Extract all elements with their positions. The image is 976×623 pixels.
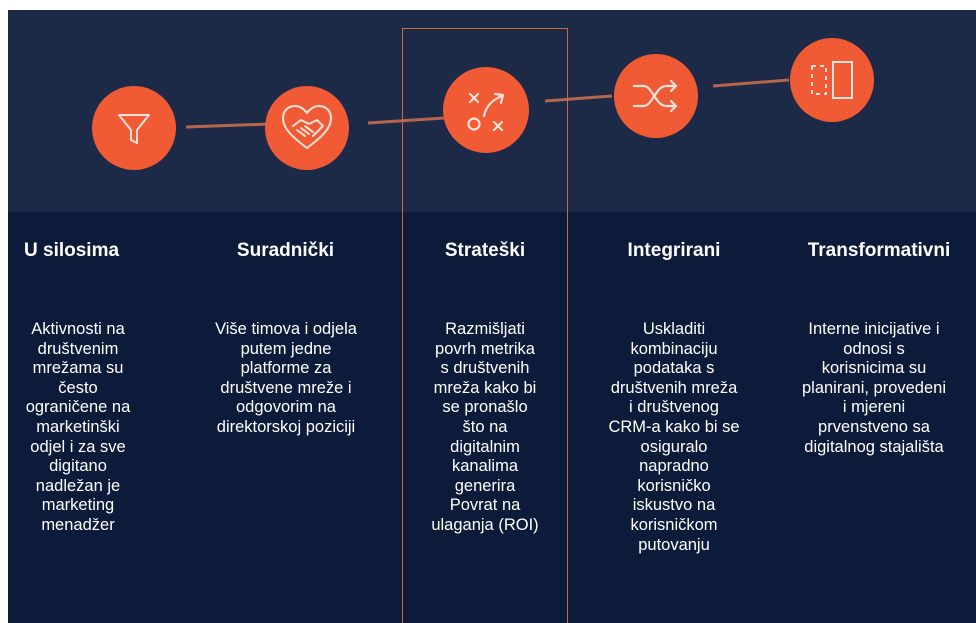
shuffle-icon <box>632 79 678 113</box>
handshake-heart-icon <box>281 104 333 150</box>
connector-line-3 <box>544 94 613 103</box>
stage-1-description: Aktivnosti na društvenim mrežama su čest… <box>8 320 148 536</box>
stage-4-title: Integrirani <box>627 240 721 261</box>
stage-4-line: napradno <box>639 457 709 476</box>
connector-lines <box>185 78 790 129</box>
stage-5-line: odnosi s <box>843 339 905 358</box>
stage-1-circle <box>92 86 176 170</box>
stage-5-title: Transformativni <box>807 240 951 261</box>
stage-2-line: platforme za <box>240 359 332 378</box>
stage-3-description: Razmišljati povrh metrika s društvenih m… <box>402 320 568 536</box>
stage-4-line: i društvenog <box>629 398 719 417</box>
stage-4-line: CRM-a kako bi se <box>608 417 740 436</box>
stage-1-line: često <box>58 378 98 397</box>
stage-4-line: podataka s <box>633 359 715 378</box>
stage-5-line: planirani, provedeni <box>801 378 946 397</box>
stage-1-line: digitano <box>49 457 107 476</box>
stage-2-line: društvene mreže i <box>220 378 352 397</box>
highlight-frame <box>402 28 568 623</box>
stage-2-circle <box>265 86 349 170</box>
stage-2-title: Suradnički <box>236 240 335 261</box>
stage-2-line: Više timova i odjela <box>215 320 357 338</box>
stage-4-description: Uskladiti kombinaciju podataka s društve… <box>576 320 772 555</box>
stage-3-line: Razmišljati <box>445 320 525 338</box>
stage-3-line: digitalnim <box>450 437 520 456</box>
stage-2-description: Više timova i odjela putem jedne platfor… <box>186 320 386 438</box>
stage-1-line: marketinški <box>36 417 120 436</box>
stage-4-line: putovanju <box>638 535 710 554</box>
funnel-icon <box>118 114 150 144</box>
stage-3-line: generira <box>454 476 516 495</box>
connector-line-2 <box>367 116 446 125</box>
stage-4-line: društvenih mreža <box>610 378 738 397</box>
stage-4-line: iskustvo na <box>632 496 716 515</box>
stage-1-line: marketing <box>41 496 115 515</box>
stage-5-line: korisnicima su <box>821 359 927 378</box>
stage-3-line: mreža kako bi <box>433 378 537 397</box>
stage-5-line: digitalnog stajališta <box>804 437 944 456</box>
stage-3-line: se pronašlo <box>442 398 528 417</box>
stage-5-circle <box>790 38 874 122</box>
strategy-play-icon <box>467 92 505 132</box>
stage-3-line: kanalima <box>451 457 519 476</box>
stage-1-line: nadležan je <box>35 476 121 495</box>
stage-1-line: odjel i za sve <box>30 437 126 456</box>
stage-4-line: Uskladiti <box>642 320 706 338</box>
stage-3-line: ulaganja (ROI) <box>431 515 539 534</box>
stage-1-line: menadžer <box>41 515 115 534</box>
stage-3-line: Povrat na <box>449 496 521 515</box>
stage-4-line: korisničko <box>637 476 711 495</box>
transform-icon <box>811 61 853 99</box>
connector-line-4 <box>712 78 790 88</box>
stage-3-line: što na <box>462 417 508 436</box>
stage-3-circle <box>443 67 529 153</box>
stage-1-line: mrežama su <box>32 359 124 378</box>
stage-4-line: kombinaciju <box>630 339 718 358</box>
stage-2-line: direktorskoj poziciji <box>216 417 356 436</box>
stage-1-title: U silosima <box>24 240 120 261</box>
stage-4-line: osiguralo <box>640 437 708 456</box>
stage-5-line: Interne inicijative i <box>808 320 940 338</box>
stage-4-circle <box>614 54 698 138</box>
stage-4-line: korisničkom <box>630 515 718 534</box>
stage-3-title: Strateški <box>444 240 526 261</box>
stage-1-line: ograničene na <box>25 398 131 417</box>
stage-3-line: povrh metrika <box>435 339 535 358</box>
stage-2-line: odgovorim na <box>236 398 336 417</box>
stage-2-line: putem jedne <box>240 339 332 358</box>
stage-5-description: Interne inicijative i odnosi s korisnici… <box>772 320 976 457</box>
stage-5-line: i mjereni <box>842 398 906 417</box>
maturity-model-panel: U silosima Suradnički Strateški Integrir… <box>8 10 976 623</box>
stage-1-line: Aktivnosti na <box>31 320 125 338</box>
stage-1-line: društvenim <box>37 339 119 358</box>
connector-line-1 <box>185 122 271 129</box>
stage-3-line: s društvenih <box>440 359 530 378</box>
stage-5-line: prvenstveno sa <box>818 417 930 436</box>
